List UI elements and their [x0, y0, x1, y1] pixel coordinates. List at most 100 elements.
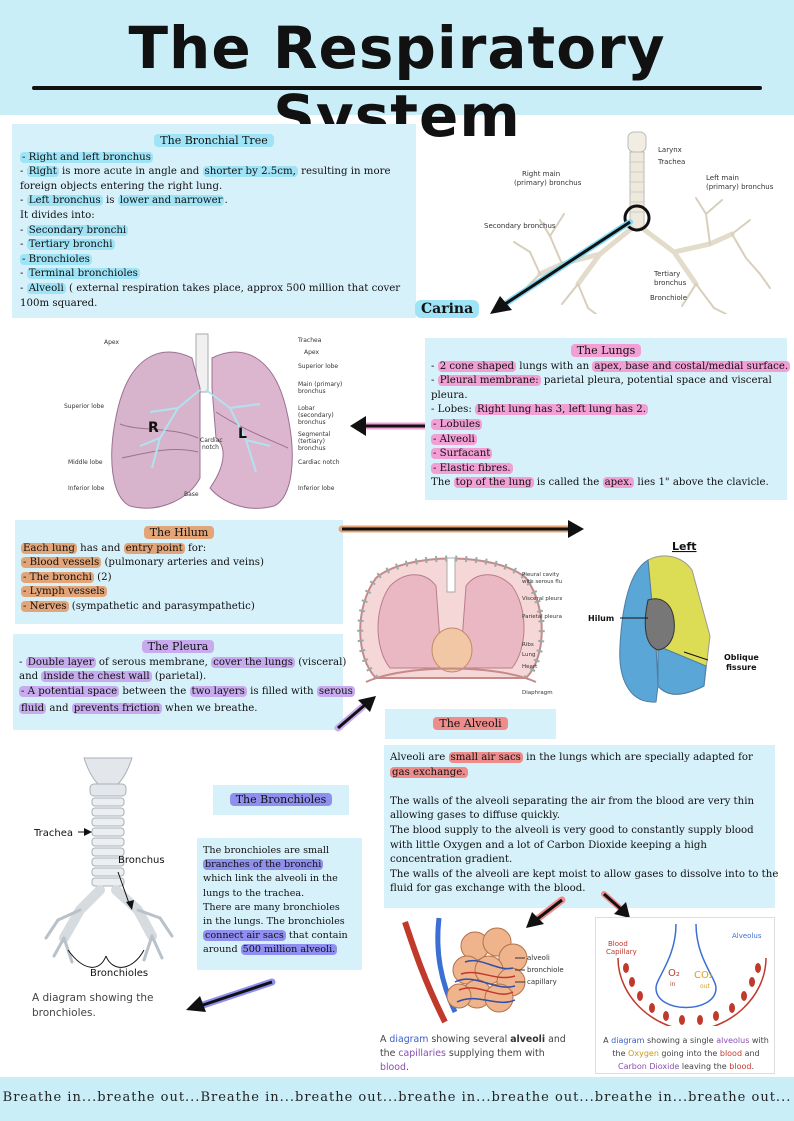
label-superior-lobe-r: Superior lobe	[298, 363, 338, 370]
pleura-heading: The Pleura	[141, 640, 215, 653]
note-line: and inside the chest wall (parietal).	[19, 671, 207, 683]
bronchial-tree-heading: The Bronchial Tree	[154, 134, 274, 147]
note-line	[390, 780, 769, 795]
note-line: The top of the lung is called the apex. …	[431, 477, 769, 489]
note-line: fluid and prevents friction when we brea…	[19, 703, 258, 715]
note-line: - Lobules	[431, 418, 483, 430]
note-line: The blood supply to the alveoli is very …	[390, 824, 754, 836]
bronchial-tree-diagram: Larynx Trachea Right main(primary) bronc…	[484, 131, 774, 314]
footer-banner	[0, 1077, 794, 1121]
carina-label: Carina	[415, 300, 480, 318]
note-line: - Surfacant	[431, 448, 493, 460]
label-alveolus: Alveolus	[732, 932, 762, 940]
alveoli-caption-2: A diagram showing a single alveolus with…	[603, 1036, 769, 1071]
note-line: - Left bronchus is lower and narrower.	[20, 195, 228, 207]
label-cardiac-notch: Cardiac notch	[298, 459, 340, 466]
note-line: allowing gases to diffuse quickly.	[390, 810, 560, 822]
label-co2-out: out	[700, 983, 710, 990]
note-line: - Tertiary bronchi	[20, 239, 115, 251]
note-line: branches of the bronchi	[203, 859, 324, 871]
note-line: - Double layer of serous membrane, cover…	[19, 656, 347, 668]
note-line: which link the alveoli in the	[203, 873, 338, 885]
alveoli-caption-1: A diagram showing several alveoli and th…	[380, 1034, 566, 1073]
note-line: concentration gradient.	[390, 854, 513, 866]
note-line: - Lymph vessels	[21, 586, 107, 598]
label-apex-right: Apex	[304, 349, 319, 356]
alveoli-note: Alveoli are small air sacs in the lungs …	[384, 745, 779, 908]
note-line: - A potential space between the two laye…	[19, 685, 355, 697]
label-secondary: Secondary bronchus	[484, 222, 556, 230]
bronchioles-arrow	[186, 978, 276, 1012]
note-line: - Bronchioles	[20, 253, 92, 265]
note-line: - Right is more acute in angle and short…	[20, 166, 391, 178]
note-line: lungs to the trachea.	[203, 887, 305, 899]
label-superior-lobe-l: Superior lobe	[64, 403, 104, 410]
label-bronchiole-d: bronchiole	[527, 966, 564, 974]
note-line: fluid for gas exchange with the blood.	[390, 883, 586, 895]
label-segmental: Segmental(tertiary)bronchus	[298, 431, 331, 452]
label-apex-left: Apex	[104, 339, 119, 346]
label-main-bronchus: Main (primary)bronchus	[298, 381, 342, 395]
label-ribs: Ribs	[522, 642, 534, 648]
label-r: R	[148, 420, 159, 436]
note-line: gas exchange.	[390, 766, 468, 778]
label-left-main: Left main(primary) bronchus	[706, 174, 774, 191]
label-o2-in: in	[670, 981, 676, 988]
bronchioles-note: The bronchioles are small branches of th…	[197, 838, 362, 970]
label-heart: Heart	[522, 664, 538, 670]
carina-arrow	[490, 219, 633, 314]
label-hilum-d: Hilum	[588, 614, 614, 623]
label-parietal: Parietal pleura	[522, 614, 562, 620]
alveoli-diagram: alveoli bronchiole capillary	[402, 917, 564, 1024]
note-line: - Blood vessels (pulmonary arteries and …	[21, 557, 264, 569]
note-line: The walls of the alveoli separating the …	[390, 795, 755, 807]
label-larynx: Larynx	[658, 146, 682, 154]
carina-circle	[623, 204, 651, 232]
note-line: 100m squared.	[20, 297, 98, 309]
label-alveoli-d: alveoli	[527, 954, 550, 962]
note-line: - Lobes: Right lung has 3, left lung has…	[431, 404, 648, 416]
label-base: Base	[184, 491, 199, 498]
lungs-arrow	[350, 416, 430, 436]
note-line: - Alveoli	[431, 433, 477, 445]
label-inferior-lobe-l: Inferior lobe	[68, 485, 105, 492]
label-lobar: Lobar(secondary)bronchus	[298, 405, 334, 426]
note-line: The walls of the alveoli are kept moist …	[390, 868, 779, 880]
pleura-note: The Pleura - Double layer of serous memb…	[13, 634, 355, 730]
note-line: - Right and left bronchus	[20, 151, 153, 163]
alveoli-arrow-left	[526, 896, 566, 928]
alveoli-heading: The Alveoli	[433, 717, 508, 730]
label-left-lung: Left	[672, 540, 697, 553]
note-line: Alveoli are small air sacs in the lungs …	[390, 752, 753, 763]
hilum-note: The Hilum Each lung has and entry point …	[15, 520, 343, 624]
hilum-heading: The Hilum	[143, 526, 215, 539]
note-line: - Nerves (sympathetic and parasympatheti…	[21, 600, 255, 612]
page-title: The Respiratory System	[128, 14, 666, 150]
note-line: pleura.	[431, 389, 468, 401]
lungs-note: The Lungs - 2 cone shaped lungs with an …	[425, 338, 791, 500]
note-line: - 2 cone shaped lungs with an apex, base…	[431, 360, 791, 372]
label-bronchiole: Bronchiole	[650, 294, 687, 302]
note-line: - The bronchi (2)	[21, 571, 112, 583]
bronchioles-caption: A diagram showing the bronchioles.	[32, 992, 154, 1019]
label-diaphragm: Diaphragm	[522, 690, 553, 696]
label-o2: O₂	[668, 968, 680, 979]
label-trachea: Trachea	[657, 158, 685, 166]
label-inferior-lobe-r: Inferior lobe	[298, 485, 335, 492]
bronchioles-heading-box: The Bronchioles	[213, 785, 349, 815]
label-bronchioles-b: Bronchioles	[90, 968, 148, 979]
label-trachea-lung: Trachea	[297, 337, 322, 344]
note-line: - Secondary bronchi	[20, 224, 129, 236]
title-underline	[32, 86, 762, 90]
label-co2: CO₂	[694, 970, 713, 981]
bronchioles-diagram: Trachea Bronchus Bronchioles	[33, 757, 174, 979]
note-line: connect air sacs that contain	[203, 930, 348, 942]
bronchioles-heading: The Bronchioles	[229, 793, 333, 806]
